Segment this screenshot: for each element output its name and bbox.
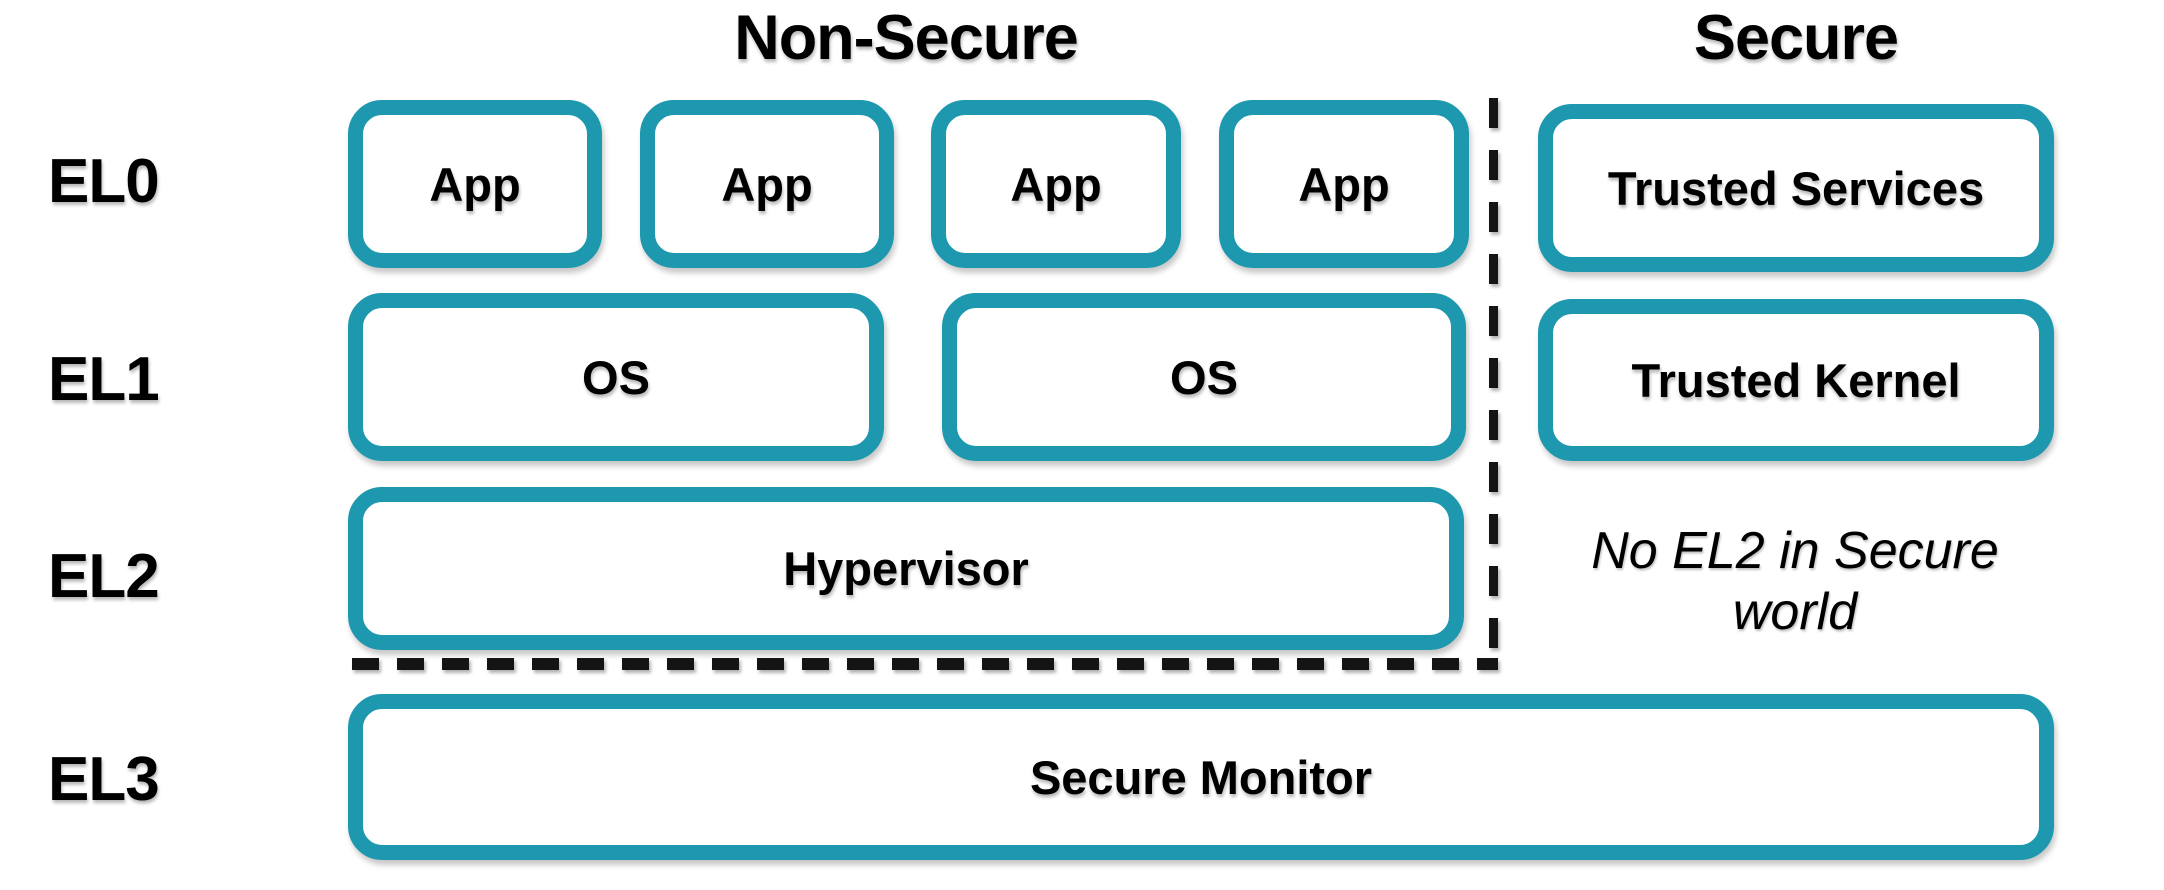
os-box-1: OS xyxy=(348,293,884,461)
el3-label: EL3 xyxy=(48,745,160,814)
secure-world-divider-vertical xyxy=(1489,98,1498,664)
app-box-3: App xyxy=(931,100,1181,268)
el0-label: EL0 xyxy=(48,147,160,216)
el1-label: EL1 xyxy=(48,345,160,414)
secure-header: Secure xyxy=(1693,3,1899,73)
trusted-services-box: Trusted Services xyxy=(1538,104,2054,272)
no-el2-note: No EL2 in Secure world xyxy=(1591,521,1999,641)
secure-world-divider-horizontal xyxy=(352,658,1498,670)
non-secure-header: Non-Secure xyxy=(734,3,1079,73)
app-box-2: App xyxy=(640,100,894,268)
os-box-2: OS xyxy=(942,293,1466,461)
trusted-kernel-box: Trusted Kernel xyxy=(1538,299,2054,461)
app-box-4: App xyxy=(1219,100,1469,268)
app-box-1: App xyxy=(348,100,602,268)
el2-label: EL2 xyxy=(48,542,160,611)
secure-monitor-box: Secure Monitor xyxy=(348,694,2054,860)
hypervisor-box: Hypervisor xyxy=(348,487,1464,650)
